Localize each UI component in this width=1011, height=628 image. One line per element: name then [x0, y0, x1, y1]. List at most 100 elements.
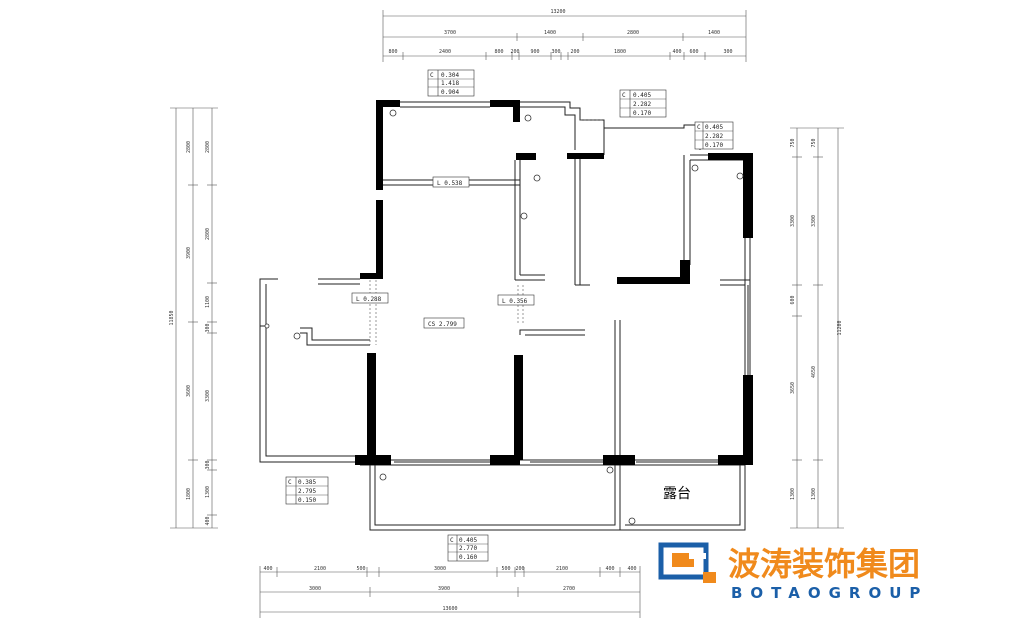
- svg-text:0.160: 0.160: [459, 554, 477, 561]
- svg-text:400: 400: [627, 566, 636, 572]
- svg-text:2.282: 2.282: [633, 101, 651, 108]
- bottom-dimensions: [259, 566, 641, 618]
- svg-text:750: 750: [790, 138, 796, 147]
- svg-text:3300: 3300: [811, 215, 817, 227]
- svg-text:200: 200: [515, 566, 524, 572]
- brand-logo: 波涛装饰集团 BOTAOGROUP: [658, 542, 928, 602]
- svg-text:0.170: 0.170: [633, 110, 651, 117]
- svg-text:300: 300: [205, 460, 211, 469]
- right-col2-dims: 750 3300 4650 1300: [811, 138, 817, 500]
- svg-text:2100: 2100: [314, 566, 326, 572]
- svg-text:0.405: 0.405: [633, 92, 651, 99]
- svg-text:300: 300: [723, 49, 732, 55]
- fixture-circle: [379, 473, 387, 481]
- svg-text:2400: 2400: [439, 49, 451, 55]
- annotation-box-right: C 0.405 2.282 0.170: [694, 121, 734, 150]
- svg-text:3300: 3300: [790, 215, 796, 227]
- svg-text:2800: 2800: [205, 141, 211, 153]
- svg-text:600: 600: [689, 49, 698, 55]
- bottom-row2-dims: 3000 3900 2700: [309, 586, 575, 592]
- fixture-markers: [264, 109, 744, 525]
- svg-text:CS 2.799: CS 2.799: [428, 321, 457, 328]
- bottom-row1-dims: 400 2100 500 3000 500 200 2100 400 400: [263, 566, 636, 572]
- annotation-box-top2: C 0.405 2.282 0.170: [619, 89, 667, 118]
- svg-text:500: 500: [501, 566, 510, 572]
- svg-text:1300: 1300: [811, 488, 817, 500]
- fixture-circle: [264, 323, 270, 329]
- svg-text:0.405: 0.405: [459, 537, 477, 544]
- fixture-circle: [736, 172, 744, 180]
- svg-text:600: 600: [790, 295, 796, 304]
- svg-text:300: 300: [551, 49, 560, 55]
- svg-text:200: 200: [570, 49, 579, 55]
- room-label-terrace: 露台: [663, 486, 691, 502]
- brand-name-cn: 波涛装饰集团: [728, 545, 920, 583]
- svg-text:2.282: 2.282: [705, 133, 723, 140]
- svg-text:C: C: [697, 124, 701, 131]
- right-dimensions: [790, 127, 844, 529]
- svg-text:200: 200: [510, 49, 519, 55]
- svg-text:2100: 2100: [556, 566, 568, 572]
- svg-text:0.904: 0.904: [441, 89, 459, 96]
- svg-text:1400: 1400: [708, 30, 720, 36]
- logo-mark-icon: [658, 542, 716, 583]
- fixture-circle: [293, 332, 301, 340]
- svg-text:2.770: 2.770: [459, 545, 477, 552]
- svg-text:3700: 3700: [444, 30, 456, 36]
- svg-text:4650: 4650: [811, 366, 817, 378]
- left-col1-dims: 2800 3900 3600 1800: [186, 141, 192, 500]
- level-tag-left: L 0.288: [351, 292, 389, 304]
- left-dimensions: [170, 107, 218, 529]
- svg-text:2800: 2800: [205, 228, 211, 240]
- fixture-circle: [389, 109, 397, 117]
- right-overall-dim: 11200: [837, 320, 843, 335]
- svg-text:3000: 3000: [309, 586, 321, 592]
- fixture-circle: [524, 114, 532, 122]
- svg-text:2700: 2700: [563, 586, 575, 592]
- level-tag-center: L 0.356: [497, 294, 535, 306]
- svg-text:3600: 3600: [186, 385, 192, 397]
- svg-text:1800: 1800: [614, 49, 626, 55]
- svg-text:400: 400: [605, 566, 614, 572]
- svg-text:1400: 1400: [544, 30, 556, 36]
- svg-text:3900: 3900: [186, 247, 192, 259]
- level-tag-living: CS 2.799: [423, 317, 465, 329]
- svg-text:C: C: [450, 537, 454, 544]
- svg-text:L 0.288: L 0.288: [356, 296, 382, 303]
- svg-text:3300: 3300: [205, 390, 211, 402]
- svg-text:400: 400: [672, 49, 681, 55]
- wall-outlines: [259, 101, 751, 531]
- svg-text:3650: 3650: [790, 382, 796, 394]
- bottom-overall-dim: 13600: [442, 606, 457, 612]
- svg-text:3000: 3000: [434, 566, 446, 572]
- top-row3-dims: 800 2400 800 200 900 300 200 1800 400 60…: [388, 49, 732, 55]
- brand-name-en: BOTAOGROUP: [731, 584, 928, 602]
- svg-text:900: 900: [530, 49, 539, 55]
- solid-walls: [355, 100, 753, 465]
- fixture-circle: [533, 174, 541, 182]
- fixture-circle: [606, 466, 614, 474]
- annotation-box-bottom-mid: C 0.405 2.770 0.160: [447, 534, 489, 562]
- svg-text:750: 750: [811, 138, 817, 147]
- svg-text:C: C: [430, 72, 434, 79]
- fixture-circle: [628, 517, 636, 525]
- fixture-circle: [691, 164, 699, 172]
- level-tag-mid: L 0.538: [432, 176, 470, 188]
- annotation-box-bottom-left: C 0.385 2.795 0.150: [285, 476, 329, 505]
- svg-text:2800: 2800: [186, 141, 192, 153]
- svg-text:1.418: 1.418: [441, 80, 459, 87]
- svg-text:0.170: 0.170: [705, 142, 723, 149]
- svg-text:1100: 1100: [205, 296, 211, 308]
- svg-text:1300: 1300: [205, 486, 211, 498]
- svg-text:C: C: [288, 479, 292, 486]
- right-col1-dims: 750 3300 600 3650 1300: [790, 138, 796, 500]
- svg-text:300: 300: [205, 323, 211, 332]
- svg-text:L 0.538: L 0.538: [437, 180, 463, 187]
- svg-text:0.405: 0.405: [705, 124, 723, 131]
- left-col2-dims: 2800 2800 1100 300 3300 300 1300 400: [205, 141, 211, 526]
- top-row2-dims: 3700 1400 2800 1400: [444, 30, 720, 36]
- annotation-box-top: C 0.304 1.418 0.904: [427, 69, 475, 97]
- left-overall-dim: 11850: [169, 310, 175, 325]
- svg-text:400: 400: [263, 566, 272, 572]
